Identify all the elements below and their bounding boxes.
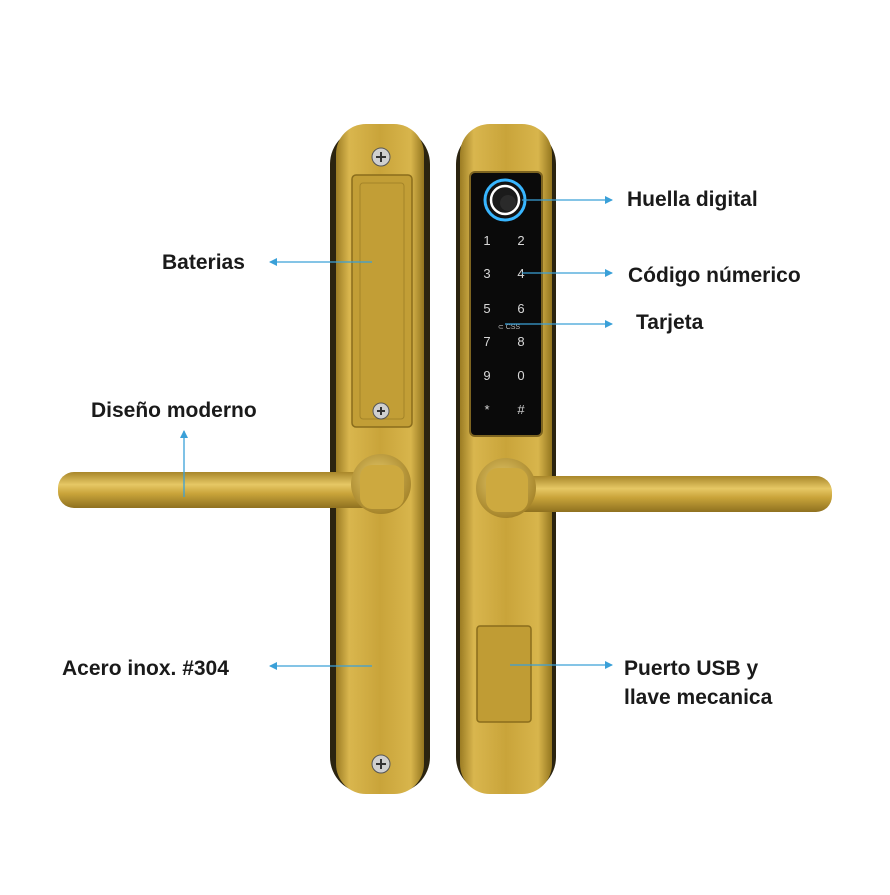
label-acero-inox: Acero inox. #304 [62,657,229,680]
screw-icon [371,754,391,774]
keypad-key: 6 [517,301,524,316]
keypad-key: 5 [483,301,490,316]
label-huella-digital: Huella digital [627,188,758,211]
fingerprint-sensor-icon [483,178,527,222]
keypad-key: 8 [517,334,524,349]
keypad-key: 0 [517,368,524,383]
keypad-key: 9 [483,368,490,383]
screw-icon [371,147,391,167]
label-tarjeta: Tarjeta [636,311,704,334]
right-handle [476,458,832,518]
keypad-key: 1 [483,233,490,248]
label-puerto-usb: Puerto USB y [624,657,759,680]
label-baterias: Baterias [162,251,245,274]
label-codigo-numerico: Código númerico [628,264,801,287]
label-diseno-moderno: Diseño moderno [91,399,257,422]
screw-icon [372,402,390,420]
keypad-key: 7 [483,334,490,349]
card-reader-icon: ⊂ CSS [498,324,521,331]
label-llave-mecanica: llave mecanica [624,686,773,709]
keypad-key: 3 [483,266,490,281]
keypad-key: # [517,402,525,417]
keypad-key: * [484,402,489,417]
keypad-key: 2 [517,233,524,248]
callout-arrows [180,196,613,670]
keypad-panel: 1 2 3 4 5 6 7 8 9 0 * # ⊂ CSS [469,171,543,437]
keypad-key: 4 [517,266,524,281]
left-handle [58,454,411,514]
